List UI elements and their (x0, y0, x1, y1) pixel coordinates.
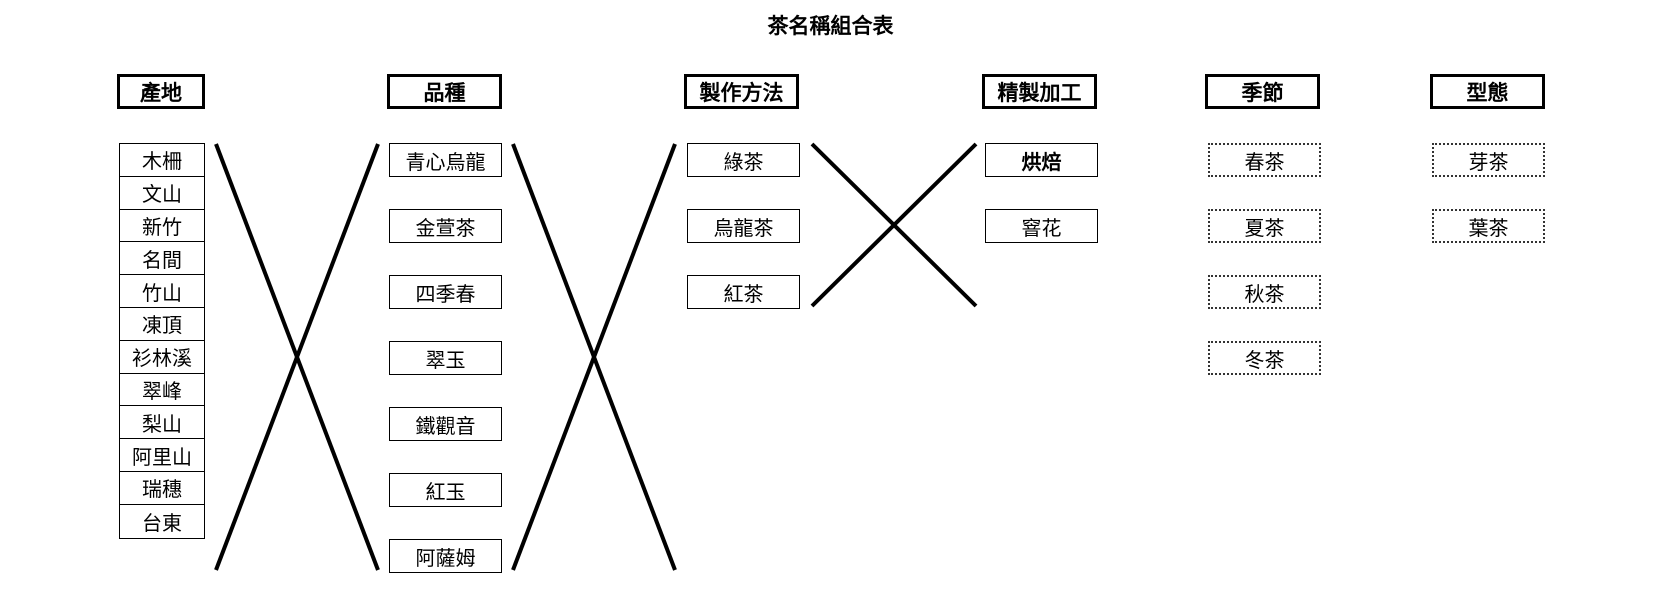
form-item: 芽茶 (1432, 143, 1545, 177)
refine-item: 窨花 (985, 209, 1098, 243)
season-item: 冬茶 (1208, 341, 1321, 375)
origin-item: 木柵 (120, 144, 204, 177)
variety-item: 金萱茶 (389, 209, 502, 243)
season-item: 秋茶 (1208, 275, 1321, 309)
origin-item: 台東 (142, 510, 182, 535)
header-variety: 品種 (387, 74, 502, 109)
variety-item: 翠玉 (389, 341, 502, 375)
season-item: 春茶 (1208, 143, 1321, 177)
method-item: 紅茶 (687, 275, 800, 309)
variety-item: 青心烏龍 (389, 143, 502, 177)
origin-list: 木柵 文山 新竹 名間 竹山 凍頂 衫林溪 翠峰 梨山 阿里山 瑞穗 台東 (119, 143, 205, 539)
header-season: 季節 (1205, 74, 1320, 109)
season-item: 夏茶 (1208, 209, 1321, 243)
origin-item: 翠峰 (120, 374, 204, 407)
connector-line-method-refine-b (810, 142, 978, 308)
method-item: 烏龍茶 (687, 209, 800, 243)
header-method: 製作方法 (684, 74, 799, 109)
origin-item: 文山 (120, 177, 204, 210)
variety-item: 四季春 (389, 275, 502, 309)
page-title: 茶名稱組合表 (767, 13, 894, 38)
method-item: 綠茶 (687, 143, 800, 177)
header-refine: 精製加工 (982, 74, 1097, 109)
origin-item: 竹山 (120, 275, 204, 308)
origin-item: 凍頂 (120, 308, 204, 341)
origin-item: 衫林溪 (120, 341, 204, 374)
origin-item: 阿里山 (120, 439, 204, 472)
refine-item: 烘焙 (985, 143, 1098, 177)
variety-item: 阿薩姆 (389, 539, 502, 573)
variety-item: 紅玉 (389, 473, 502, 507)
origin-item: 梨山 (120, 406, 204, 440)
origin-item: 瑞穗 (120, 472, 204, 505)
header-origin: 產地 (117, 74, 205, 109)
form-item: 葉茶 (1432, 209, 1545, 243)
origin-item: 新竹 (120, 210, 204, 243)
variety-item: 鐵觀音 (389, 407, 502, 441)
origin-item: 名間 (120, 242, 204, 276)
connector-line-variety-method-b (511, 143, 677, 571)
connector-line-origin-variety-b (214, 143, 380, 571)
header-form: 型態 (1430, 74, 1545, 109)
